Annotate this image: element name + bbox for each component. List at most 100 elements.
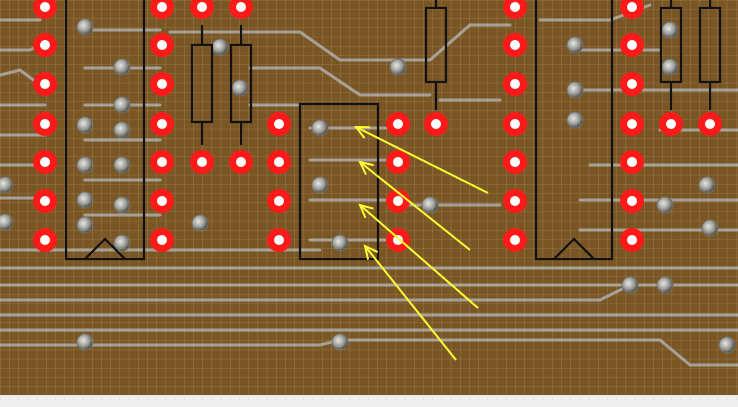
marked-pads [33, 0, 722, 252]
marked-pad-6 [33, 189, 57, 213]
pad-center [40, 196, 50, 206]
annotation-arrow-1 [353, 125, 489, 194]
marked-pad-36 [267, 228, 291, 252]
marked-pad-11 [150, 112, 174, 136]
pad-center [627, 40, 637, 50]
marked-pad-7 [33, 228, 57, 252]
pad-center [627, 196, 637, 206]
marked-pad-1 [33, 0, 57, 19]
marked-pad-26 [620, 150, 644, 174]
ic-outline-2 [534, 0, 614, 261]
pad-center [705, 119, 715, 129]
marked-pad-5 [33, 150, 57, 174]
marked-pad-30 [229, 0, 253, 19]
marked-pad-23 [620, 33, 644, 57]
pad-center [157, 235, 167, 245]
marked-pad-38 [386, 150, 410, 174]
pad-center [157, 157, 167, 167]
marked-pad-12 [150, 150, 174, 174]
pad-center [197, 157, 207, 167]
marked-pad-41 [424, 112, 448, 136]
arrow-shaft [359, 204, 479, 309]
pad-center [197, 2, 207, 12]
marked-pad-33 [267, 112, 291, 136]
pad-center [666, 119, 676, 129]
marked-pad-31 [190, 150, 214, 174]
marked-pad-15 [503, 0, 527, 19]
marked-pad-43 [698, 112, 722, 136]
pad-center [157, 119, 167, 129]
pad-center [431, 119, 441, 129]
pad-center [627, 2, 637, 12]
marked-pad-39 [386, 189, 410, 213]
marked-pad-13 [150, 189, 174, 213]
pad-center [510, 157, 520, 167]
pad-center [40, 79, 50, 89]
arrow-shaft [355, 126, 489, 194]
arrow-head [363, 244, 379, 260]
pad-center [510, 79, 520, 89]
marked-pad-20 [503, 189, 527, 213]
pad-center [274, 157, 284, 167]
marked-pad-27 [620, 189, 644, 213]
marked-pad-4 [33, 112, 57, 136]
pad-center [157, 40, 167, 50]
marked-pad-9 [150, 33, 174, 57]
pad-center [274, 196, 284, 206]
marked-pad-3 [33, 72, 57, 96]
pad-center [40, 2, 50, 12]
pad-center [40, 40, 50, 50]
pad-center [393, 235, 403, 245]
marked-pad-18 [503, 112, 527, 136]
pad-center [627, 79, 637, 89]
pad-center [627, 157, 637, 167]
pad-center [627, 235, 637, 245]
arrow-shaft [359, 161, 471, 251]
pad-center [40, 235, 50, 245]
marked-pad-35 [267, 189, 291, 213]
marked-pad-10 [150, 72, 174, 96]
arrow-shaft [364, 245, 457, 361]
marked-pad-32 [229, 150, 253, 174]
marked-pad-34 [267, 150, 291, 174]
marked-pad-14 [150, 228, 174, 252]
pad-center [157, 196, 167, 206]
annotation-arrows [353, 125, 489, 361]
pad-center [627, 119, 637, 129]
marked-pad-21 [503, 228, 527, 252]
pad-center [40, 119, 50, 129]
pad-center [157, 79, 167, 89]
marked-pad-16 [503, 33, 527, 57]
marked-pad-28 [620, 228, 644, 252]
pad-center [40, 157, 50, 167]
annotation-arrow-4 [363, 244, 457, 361]
marked-pad-29 [190, 0, 214, 19]
ic-notch-2 [553, 237, 595, 260]
pad-center [236, 2, 246, 12]
pad-center [393, 196, 403, 206]
arrow-head [353, 125, 371, 139]
pad-center [393, 157, 403, 167]
arrow-head [358, 203, 374, 219]
ic-outline-3 [298, 102, 380, 261]
arrow-head [358, 160, 374, 176]
pad-center [510, 119, 520, 129]
annotation-arrow-3 [358, 203, 479, 309]
marked-pad-24 [620, 72, 644, 96]
marked-pad-42 [659, 112, 683, 136]
ic-notch-1 [84, 237, 126, 260]
annotation-arrow-2 [358, 160, 471, 251]
pad-center [393, 119, 403, 129]
marked-pad-22 [620, 0, 644, 19]
pad-center [510, 235, 520, 245]
marked-pad-8 [150, 0, 174, 19]
marked-pad-2 [33, 33, 57, 57]
pad-center [274, 235, 284, 245]
marked-pad-37 [386, 112, 410, 136]
pad-center [510, 2, 520, 12]
marked-pad-25 [620, 112, 644, 136]
pad-center [236, 157, 246, 167]
ic-outline-1 [64, 0, 146, 261]
